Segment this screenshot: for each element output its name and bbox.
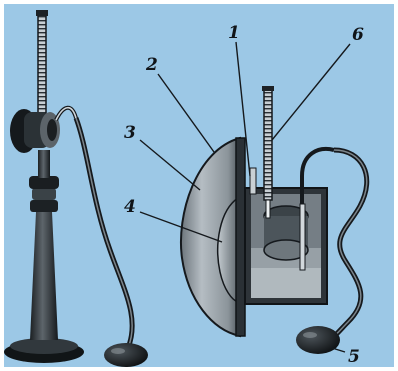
label-6: 6 — [352, 25, 364, 45]
label-4: 4 — [124, 197, 136, 217]
vessel-bulb — [296, 326, 340, 354]
thermometer — [264, 88, 272, 200]
label-1: 1 — [228, 23, 240, 43]
label-3: 3 — [124, 123, 136, 143]
label-5: 5 — [348, 347, 360, 367]
stand-bulb — [104, 343, 148, 367]
label-2: 2 — [145, 55, 158, 75]
flange-plate — [236, 138, 245, 336]
